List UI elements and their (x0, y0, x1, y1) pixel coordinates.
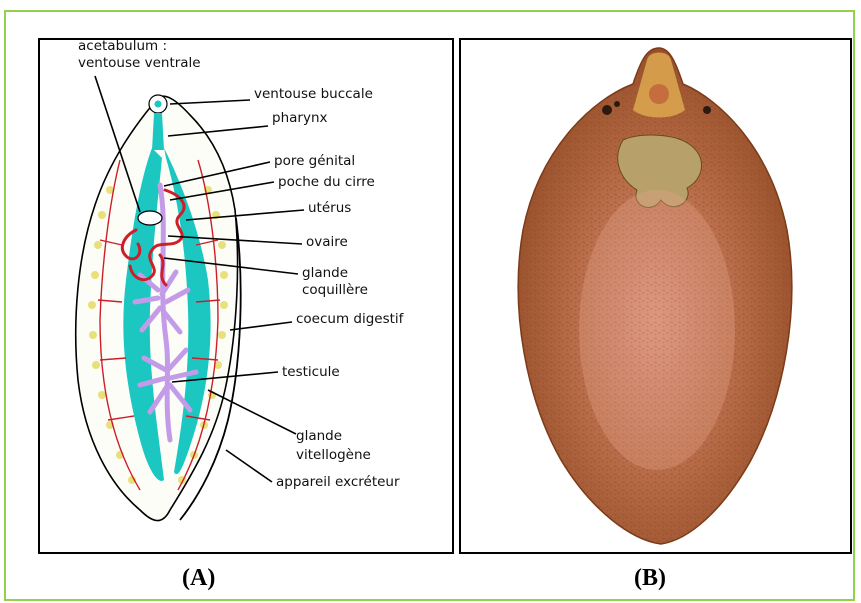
label-glande-coquillere-1: glande (302, 265, 348, 281)
label-coecum: coecum digestif (296, 311, 405, 327)
label-testicule: testicule (282, 364, 340, 380)
ventral-sucker (138, 211, 162, 225)
label-ventouse-buccale: ventouse buccale (254, 86, 373, 102)
label-poche-cirre: poche du cirre (278, 174, 375, 190)
label-appareil-excreteur: appareil excréteur (276, 474, 400, 490)
label-ventouse-ventrale: ventouse ventrale (78, 55, 201, 71)
diagram-panel-a: acetabulum : ventouse ventrale ventouse … (38, 38, 454, 554)
caption-b: (B) (634, 565, 666, 592)
specimen-photo-panel-b (459, 38, 852, 554)
label-pharynx: pharynx (272, 110, 327, 126)
fluke-schematic: acetabulum : ventouse ventrale ventouse … (40, 40, 452, 552)
label-glande-vitellogene-1: glande (296, 428, 342, 444)
label-glande-vitellogene-2: vitellogène (296, 447, 371, 463)
label-ovaire: ovaire (306, 234, 348, 250)
label-uterus: utérus (308, 200, 351, 216)
fluke-specimen-image (461, 40, 850, 552)
pharynx-shape (152, 113, 164, 150)
caption-a: (A) (182, 565, 215, 592)
label-glande-coquillere-2: coquillère (302, 282, 368, 298)
label-pore-genital: pore génital (274, 153, 355, 169)
label-acetabulum: acetabulum : (78, 40, 167, 54)
